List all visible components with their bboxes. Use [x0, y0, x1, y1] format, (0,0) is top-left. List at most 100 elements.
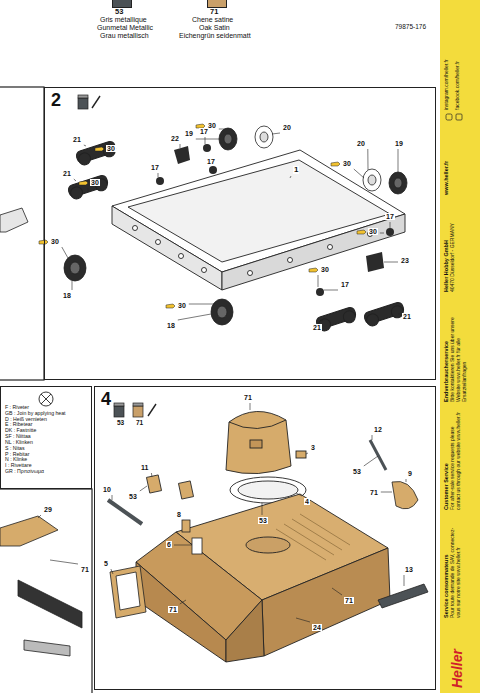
bogie: [102, 143, 117, 158]
leader-line: [404, 575, 405, 586]
leader-line: [324, 290, 338, 291]
bogie: [365, 312, 380, 327]
upper-hull: [136, 562, 226, 662]
return-roller: [386, 228, 394, 236]
bogie: [75, 140, 118, 167]
callout-number: 20: [282, 124, 292, 131]
previous-step-part: [0, 208, 28, 232]
hull-part: [328, 245, 333, 250]
leader-line: [384, 262, 398, 263]
callout-number: 19: [394, 140, 404, 147]
callout-number: 30: [320, 266, 330, 273]
paint-icon: [114, 403, 124, 406]
turret: [226, 411, 306, 473]
previous-step-part: [0, 516, 82, 656]
leader-line: [364, 456, 378, 466]
callout-number: 6: [166, 541, 172, 548]
leader-line: [72, 281, 73, 290]
turret: [250, 440, 262, 448]
step-panel: 4: [94, 386, 436, 690]
leader-line: [250, 403, 251, 410]
paint-name: Oak Satin: [199, 24, 230, 31]
bogie: [363, 301, 406, 328]
callout-number: 21: [402, 313, 412, 320]
callout-number: 24: [312, 624, 322, 631]
leader-line: [183, 520, 184, 521]
upper-hull: [284, 524, 334, 555]
road-wheel: [70, 262, 80, 274]
rivet-icon: [39, 392, 53, 406]
small-parts: [392, 481, 418, 509]
callout-number: 30: [368, 228, 378, 235]
paint-name: 79875-176: [395, 24, 426, 31]
paint-icon: [148, 404, 156, 416]
road-wheel: [211, 299, 233, 325]
callout-number: 9: [407, 470, 413, 477]
upper-hull: [136, 494, 390, 662]
callout-number: 30: [50, 238, 60, 245]
leader-line: [111, 569, 113, 574]
leader-line: [306, 453, 308, 454]
social-icon: [446, 114, 452, 120]
glue-tube: [357, 230, 366, 234]
paint-icon: [78, 95, 88, 98]
paint-icon: [133, 406, 143, 417]
callout-number: 71: [243, 394, 253, 401]
callout-number: 3: [310, 444, 316, 451]
service-text: For after-sale service requests please c…: [450, 410, 462, 510]
callout-number: 10: [102, 486, 112, 493]
callout-number: 12: [373, 426, 383, 433]
road-wheel: [394, 178, 402, 188]
leader-line: [332, 588, 342, 595]
road-wheel: [64, 126, 407, 325]
glue-tube: [166, 304, 175, 308]
upper-hull: [262, 548, 390, 656]
road-wheel: [217, 306, 227, 318]
rivet-icon: [41, 394, 51, 404]
turret: [229, 420, 286, 429]
paint-name: Grau metallisch: [100, 32, 149, 39]
panel-frame: [0, 87, 92, 693]
upper-hull: [292, 519, 342, 550]
service-text: Endverbraucherservice: [443, 302, 449, 402]
road-wheel: [255, 126, 273, 148]
small-parts: [378, 584, 428, 608]
leader-line: [196, 139, 219, 140]
previous-step-part: [0, 208, 28, 232]
callout-number: 4: [304, 498, 310, 505]
leader-line: [272, 133, 280, 134]
leader-line: [140, 486, 147, 491]
callout-number: 71: [344, 597, 354, 604]
leader-line: [50, 560, 78, 564]
brand-logo: Heller: [449, 626, 465, 688]
leader-line: [290, 176, 291, 178]
glue-tube: [331, 162, 340, 166]
paint-icon: [92, 96, 100, 108]
small-parts: [182, 520, 190, 532]
paint-icon: [114, 406, 124, 417]
road-wheel: [260, 132, 268, 142]
return-roller: [203, 144, 211, 152]
upper-hull: [300, 514, 350, 545]
bracket: [366, 252, 384, 272]
paint-icon: [114, 403, 156, 417]
small-parts: [116, 572, 140, 610]
panel-frame: [0, 87, 44, 380]
paint-icon: [78, 98, 88, 109]
leader-line: [62, 247, 68, 258]
bracket: [174, 146, 190, 164]
paint-name: Eichengrün seidenmatt: [179, 32, 251, 39]
callout-number: 30: [106, 145, 116, 152]
hull-part: [202, 268, 207, 273]
leader-line: [112, 495, 113, 500]
upper-hull: [226, 600, 264, 662]
leader-line: [158, 173, 159, 177]
callout-number: 53: [116, 420, 125, 427]
callout-number: 71: [369, 489, 379, 496]
callout-number: 71: [135, 420, 144, 427]
paint-number: 53: [115, 8, 123, 16]
leader-line: [38, 515, 41, 518]
callout-number: 71: [80, 566, 90, 573]
sidebar-band: [440, 0, 480, 693]
